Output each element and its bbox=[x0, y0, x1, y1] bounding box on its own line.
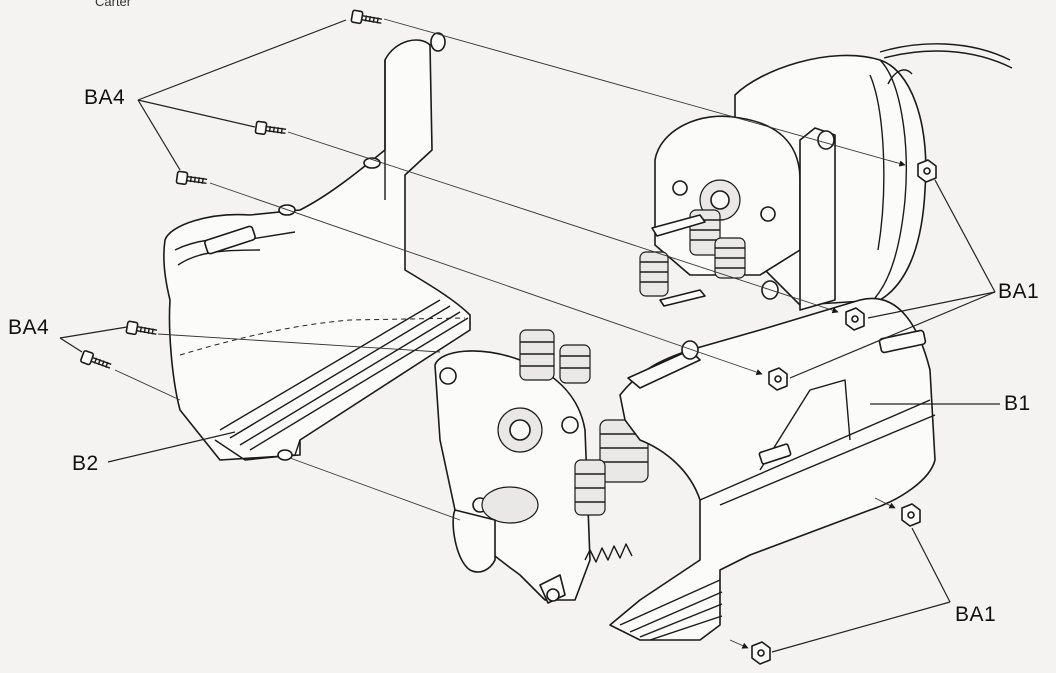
left-shell-b2 bbox=[163, 32, 471, 461]
callout-ba1-bottom: BA1 bbox=[955, 603, 997, 626]
assembly-lines bbox=[114, 18, 906, 649]
front-gearbox bbox=[434, 329, 649, 604]
right-shell-b1 bbox=[609, 127, 936, 641]
screws-ba4 bbox=[80, 9, 383, 369]
nuts-ba1 bbox=[751, 159, 937, 665]
callout-ba4-left: BA4 bbox=[8, 316, 50, 339]
callout-b2: B2 bbox=[72, 452, 99, 475]
rear-gear-plate bbox=[639, 115, 801, 307]
callout-ba1-right: BA1 bbox=[998, 280, 1040, 303]
header-text: Carter bbox=[95, 0, 132, 9]
callout-b1: B1 bbox=[1004, 392, 1031, 415]
callout-ba4-top: BA4 bbox=[84, 86, 126, 109]
leader-lines bbox=[59, 19, 1000, 653]
